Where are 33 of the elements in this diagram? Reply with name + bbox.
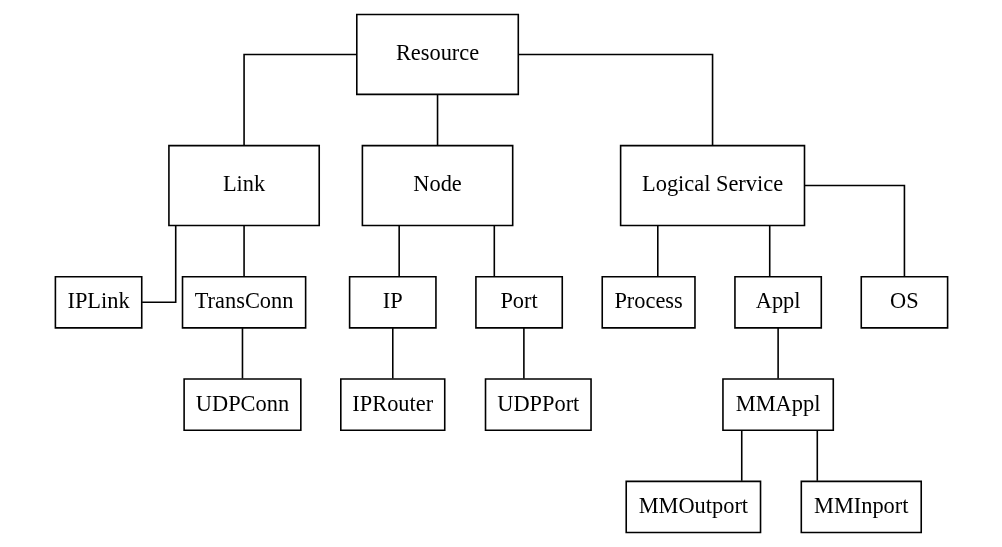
connector [522,327,525,380]
node-box: MMAppl [721,378,834,431]
node-box: IPLink [54,275,143,329]
connector [242,224,245,278]
connector [776,327,779,380]
connector [436,93,438,147]
node-box: Link [167,144,320,227]
node-box: UDPPort [484,378,592,431]
connector [517,53,713,147]
node-box: Port [474,275,563,329]
node-box: Logical Service [619,144,805,227]
node-box: IPRouter [339,378,446,431]
connector [242,53,357,147]
node-box: MMInport [800,480,922,534]
node-box: UDPConn [182,378,302,431]
connector [493,224,495,278]
node-box: IP [348,275,437,329]
connector [768,224,770,278]
node-box: Process [600,275,696,329]
node-box: MMOutport [624,480,761,534]
connector [656,224,659,278]
connector [140,224,176,304]
connector [241,327,243,380]
connector [803,184,905,278]
connector [740,429,743,482]
connector [391,327,394,380]
connector [816,429,818,482]
node-box: OS [859,275,948,329]
node-box: Resource [355,13,519,96]
node-box: Node [361,144,513,227]
node-box: Appl [733,275,822,329]
node-box: TransConn [181,275,306,329]
connector [397,224,400,278]
